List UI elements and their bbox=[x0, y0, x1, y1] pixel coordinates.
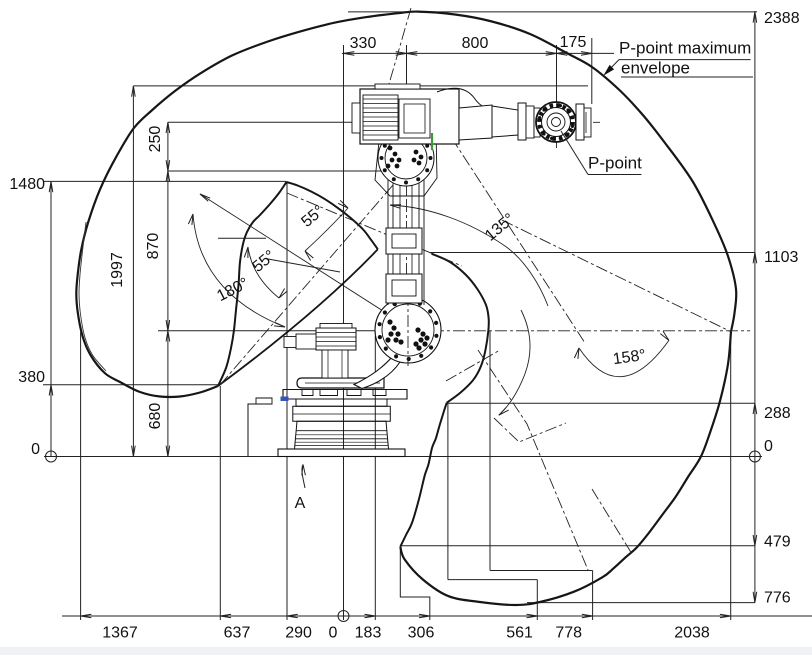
svg-text:2038: 2038 bbox=[674, 625, 710, 642]
svg-text:778: 778 bbox=[555, 625, 582, 642]
svg-text:0: 0 bbox=[31, 441, 40, 458]
svg-text:P-point: P-point bbox=[588, 154, 642, 173]
svg-text:479: 479 bbox=[764, 534, 791, 551]
svg-text:288: 288 bbox=[764, 405, 791, 422]
svg-text:0: 0 bbox=[329, 625, 338, 642]
svg-text:P-point maximum: P-point maximum bbox=[619, 39, 751, 58]
svg-text:158°: 158° bbox=[612, 347, 647, 368]
svg-text:776: 776 bbox=[764, 590, 791, 607]
svg-text:680: 680 bbox=[147, 403, 164, 430]
svg-text:1367: 1367 bbox=[102, 625, 138, 642]
svg-text:1480: 1480 bbox=[9, 176, 45, 193]
svg-text:250: 250 bbox=[147, 126, 164, 153]
svg-text:175: 175 bbox=[560, 34, 587, 51]
svg-text:800: 800 bbox=[462, 35, 489, 52]
svg-text:183: 183 bbox=[355, 625, 382, 642]
svg-text:870: 870 bbox=[145, 233, 162, 260]
svg-text:290: 290 bbox=[285, 625, 312, 642]
svg-text:1997: 1997 bbox=[109, 252, 126, 288]
svg-text:561: 561 bbox=[506, 625, 533, 642]
svg-text:envelope: envelope bbox=[621, 59, 690, 78]
svg-text:1103: 1103 bbox=[764, 249, 799, 266]
svg-text:637: 637 bbox=[224, 625, 251, 642]
svg-text:A: A bbox=[295, 495, 306, 512]
svg-text:2388: 2388 bbox=[764, 10, 800, 27]
svg-text:0: 0 bbox=[764, 438, 773, 455]
svg-text:380: 380 bbox=[18, 369, 45, 386]
svg-text:306: 306 bbox=[408, 625, 435, 642]
svg-text:330: 330 bbox=[350, 35, 377, 52]
